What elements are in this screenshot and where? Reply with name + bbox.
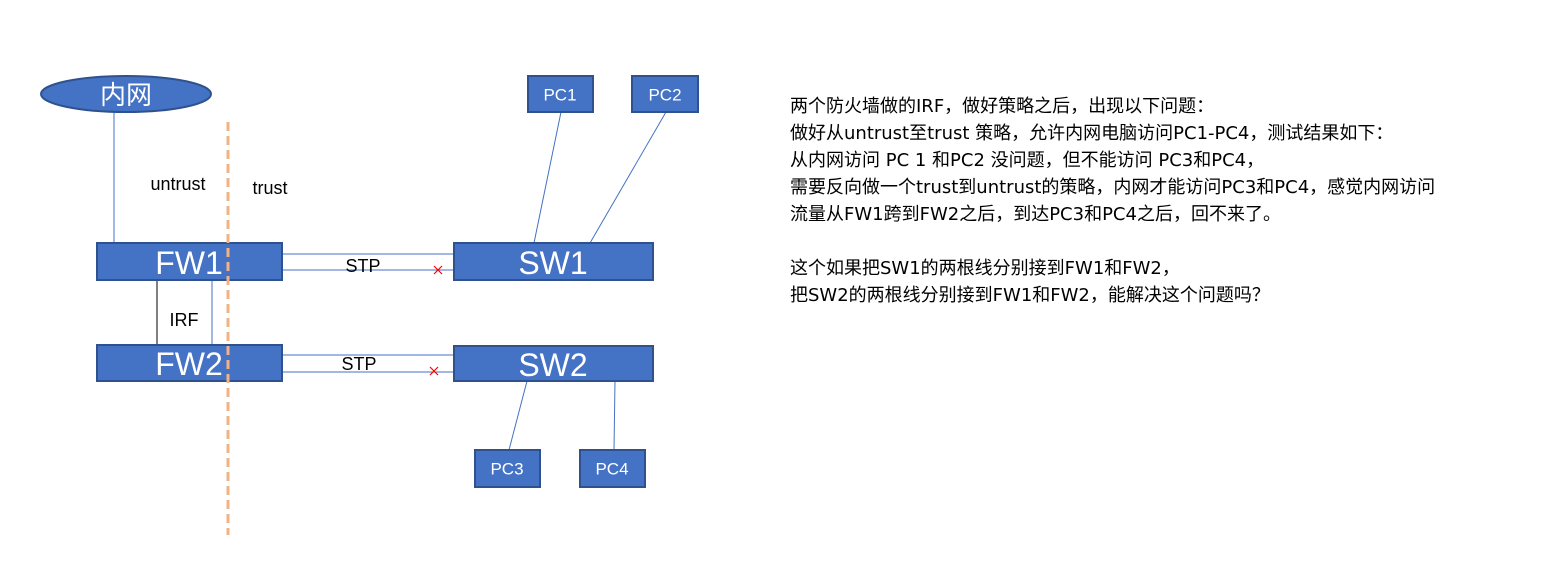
note-line: 这个如果把SW1的两根线分别接到FW1和FW2， — [790, 258, 1180, 279]
pc4-node: PC4 — [579, 449, 646, 488]
stp-blocked-icon — [429, 366, 439, 376]
pc1-sw1-link — [533, 111, 562, 244]
note-line: 把SW2的两根线分别接到FW1和FW2，能解决这个问题吗？ — [790, 285, 1270, 306]
pc2-node: PC2 — [631, 75, 699, 113]
stp-label: STP — [341, 354, 376, 374]
note-line: 做好从untrust至trust 策略，允许内网电脑访问PC1-PC4，测试结果… — [790, 123, 1394, 144]
note-line: 流量从FW1跨到FW2之后，到达PC3和PC4之后，回不来了。 — [790, 204, 1281, 225]
fw1-node: FW1 — [96, 242, 283, 281]
pc1-label: PC1 — [543, 86, 576, 105]
untrust-label: untrust — [150, 174, 205, 194]
sw2-label: SW2 — [518, 347, 587, 383]
pc1-node: PC1 — [527, 75, 594, 113]
sw1-label: SW1 — [518, 245, 587, 281]
sw1-node: SW1 — [453, 242, 654, 281]
pc3-sw2-link — [508, 380, 528, 451]
pc4-label: PC4 — [595, 460, 628, 479]
intranet-node: 内网 — [40, 75, 212, 113]
intranet-label: 内网 — [100, 80, 152, 110]
fw1-label: FW1 — [155, 245, 223, 281]
irf-label: IRF — [170, 310, 199, 330]
trust-label: trust — [252, 178, 287, 198]
note-line: 需要反向做一个trust到untrust的策略，内网才能访问PC3和PC4，感觉… — [790, 177, 1436, 198]
note-line: 从内网访问 PC 1 和PC2 没问题，但不能访问 PC3和PC4， — [790, 150, 1265, 171]
pc3-node: PC3 — [474, 449, 541, 488]
question-text: 两个防火墙做的IRF，做好策略之后，出现以下问题： 做好从untrust至tru… — [790, 93, 1435, 309]
pc4-sw2-link — [613, 380, 616, 451]
sw2-node: SW2 — [453, 345, 654, 383]
fw2-label: FW2 — [155, 346, 223, 382]
pc2-label: PC2 — [648, 86, 681, 105]
stp-blocked-icon — [433, 265, 443, 275]
pc2-sw1-link — [589, 111, 667, 244]
fw2-node: FW2 — [96, 344, 283, 382]
pc3-label: PC3 — [490, 460, 523, 479]
stp-label: STP — [345, 256, 380, 276]
note-line: 两个防火墙做的IRF，做好策略之后，出现以下问题： — [790, 96, 1215, 117]
note-line — [790, 228, 1435, 255]
